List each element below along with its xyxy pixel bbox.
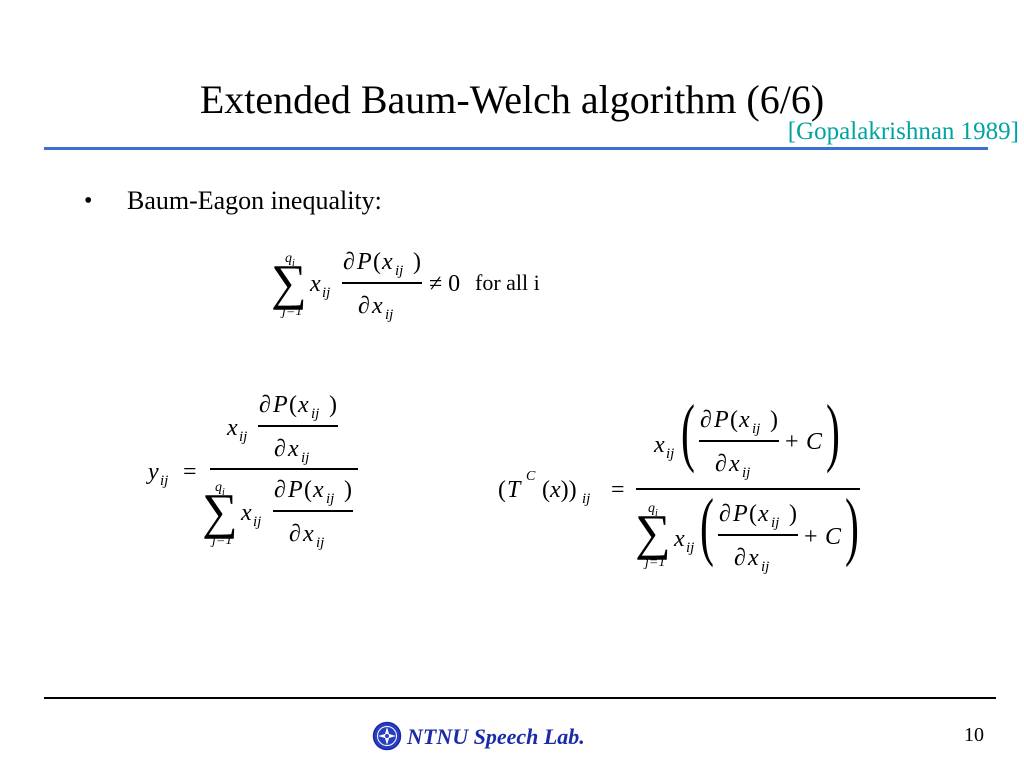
eq1-num-var: x bbox=[382, 249, 393, 275]
eq1-var-sub: ij bbox=[322, 285, 331, 301]
eq1-condition: for all i bbox=[475, 270, 540, 295]
eq1-num-close: ) bbox=[413, 249, 421, 275]
eq3-main-fraction-bar bbox=[636, 488, 860, 490]
eq2-den-num-close: ) bbox=[344, 477, 352, 503]
eq3-den-num-arg-sub: ij bbox=[771, 515, 780, 531]
eq3-den-num-partial: ∂ bbox=[719, 501, 731, 527]
eq3-num-close: ) bbox=[770, 407, 778, 433]
eq3-den-big-open: ( bbox=[700, 484, 714, 568]
eq2-num-den-partial: ∂ bbox=[274, 436, 286, 462]
eq2-den-sum-lower: j=1 bbox=[212, 533, 233, 548]
eq2-num-den-var-sub: ij bbox=[301, 450, 310, 466]
eq2-main-fraction-bar bbox=[210, 468, 358, 470]
eq3-num-arg-sub: ij bbox=[752, 421, 761, 437]
eq1-den-var-sub: ij bbox=[385, 307, 394, 323]
eq3-den-num-func: P bbox=[733, 501, 748, 527]
eq2-den-coeff: x bbox=[241, 500, 252, 526]
eq3-lhs-open: ( bbox=[498, 477, 506, 503]
eq3-num-den-var-sub: ij bbox=[742, 465, 751, 481]
eq3-num-big-close: ) bbox=[826, 390, 840, 474]
eq3-den-den-var-sub: ij bbox=[761, 559, 770, 575]
citation: [Gopalakrishnan 1989] bbox=[787, 118, 1019, 145]
eq3-den-sum-symbol: ∑ bbox=[635, 504, 671, 560]
eq2-num-coeff: x bbox=[227, 415, 238, 441]
eq2-equals: = bbox=[183, 459, 197, 485]
page-number: 10 bbox=[964, 724, 984, 746]
eq3-den-den-partial: ∂ bbox=[734, 545, 746, 571]
ntnu-logo-icon bbox=[372, 721, 402, 751]
eq2-num-partial: ∂ bbox=[259, 392, 271, 418]
eq1-den-var: x bbox=[372, 293, 383, 319]
eq2-num-den-var: x bbox=[288, 436, 299, 462]
eq3-equals: = bbox=[611, 477, 625, 503]
bullet-marker: • bbox=[84, 188, 93, 214]
eq1-den-partial: ∂ bbox=[358, 293, 370, 319]
eq2-den-num-arg-sub: ij bbox=[326, 491, 335, 507]
footer-lab-name: NTNU Speech Lab. bbox=[407, 724, 585, 749]
eq2-lhs-sub: ij bbox=[160, 473, 169, 489]
eq2-num-coeff-sub: ij bbox=[239, 429, 248, 445]
eq1-relation: ≠ 0 bbox=[429, 271, 461, 297]
eq1-sum-symbol: ∑ bbox=[271, 254, 307, 310]
eq1-sum-upper: qi bbox=[285, 251, 295, 269]
eq3-den-sum-upper: qi bbox=[648, 501, 658, 519]
eq3-den-num-close: ) bbox=[789, 501, 797, 527]
eq2-den-num-arg: x bbox=[313, 477, 324, 503]
eq1-sum-lower: j=1 bbox=[282, 304, 303, 319]
slide-title: Extended Baum-Welch algorithm (6/6) bbox=[199, 77, 825, 122]
eq2-lhs: y bbox=[148, 459, 159, 485]
eq3-num-den-var: x bbox=[729, 451, 740, 477]
eq3-num-arg: x bbox=[739, 407, 750, 433]
eq2-den-coeff-sub: ij bbox=[253, 514, 262, 530]
eq2-den-sum-upper: qi bbox=[215, 480, 225, 498]
eq3-num-den-partial: ∂ bbox=[715, 451, 727, 477]
eq1-fraction-bar bbox=[342, 282, 422, 284]
eq3-lhs-sup: C bbox=[526, 469, 536, 484]
eq1-var: x bbox=[310, 271, 321, 297]
eq3-lhs-op: T bbox=[507, 477, 521, 503]
eq3-den-num-open: ( bbox=[749, 501, 757, 527]
eq3-den-coeff: x bbox=[674, 526, 685, 552]
eq2-num-arg-sub: ij bbox=[311, 406, 320, 422]
eq3-den-num-arg: x bbox=[758, 501, 769, 527]
bullet-text: Baum-Eagon inequality: bbox=[127, 186, 382, 215]
eq3-den-coeff-sub: ij bbox=[686, 540, 695, 556]
eq3-den-plus: + bbox=[804, 524, 818, 550]
eq3-lhs-sub: ij bbox=[582, 491, 591, 507]
eq2-den-sum-symbol: ∑ bbox=[202, 483, 238, 539]
eq2-num-close: ) bbox=[329, 392, 337, 418]
eq2-den-num-func: P bbox=[288, 477, 303, 503]
eq3-inner-fraction-bar-bottom bbox=[718, 534, 798, 536]
footer-divider bbox=[44, 697, 996, 699]
eq3-den-sum-lower: j=1 bbox=[645, 555, 666, 570]
eq1-num-var-sub: ij bbox=[395, 263, 404, 279]
eq3-num-func: P bbox=[714, 407, 729, 433]
eq2-den-num-open: ( bbox=[304, 477, 312, 503]
eq1-num-open: ( bbox=[373, 249, 381, 275]
eq1-num-func: P bbox=[357, 249, 372, 275]
eq2-den-den-partial: ∂ bbox=[289, 521, 301, 547]
eq3-num-partial: ∂ bbox=[700, 407, 712, 433]
eq3-num-open: ( bbox=[730, 407, 738, 433]
title-divider bbox=[44, 147, 988, 150]
eq3-num-big-open: ( bbox=[681, 390, 695, 474]
eq2-inner-fraction-bar-top bbox=[258, 425, 338, 427]
eq2-num-arg: x bbox=[298, 392, 309, 418]
eq3-den-den-var: x bbox=[748, 545, 759, 571]
eq3-num-coeff-sub: ij bbox=[666, 446, 675, 462]
eq3-den-big-close: ) bbox=[845, 484, 859, 568]
eq1-num-partial: ∂ bbox=[343, 249, 355, 275]
eq2-num-open: ( bbox=[289, 392, 297, 418]
eq3-num-constant: C bbox=[806, 429, 823, 455]
eq3-inner-fraction-bar-top bbox=[699, 440, 779, 442]
eq3-num-plus: + bbox=[785, 429, 799, 455]
eq2-num-func: P bbox=[273, 392, 288, 418]
eq3-den-constant: C bbox=[825, 524, 842, 550]
eq2-den-den-var: x bbox=[303, 521, 314, 547]
eq3-lhs-arg: (x)) bbox=[542, 477, 577, 503]
eq2-den-num-partial: ∂ bbox=[274, 477, 286, 503]
eq2-den-den-var-sub: ij bbox=[316, 535, 325, 551]
eq3-num-coeff: x bbox=[654, 432, 665, 458]
eq2-inner-fraction-bar-bottom bbox=[273, 510, 353, 512]
